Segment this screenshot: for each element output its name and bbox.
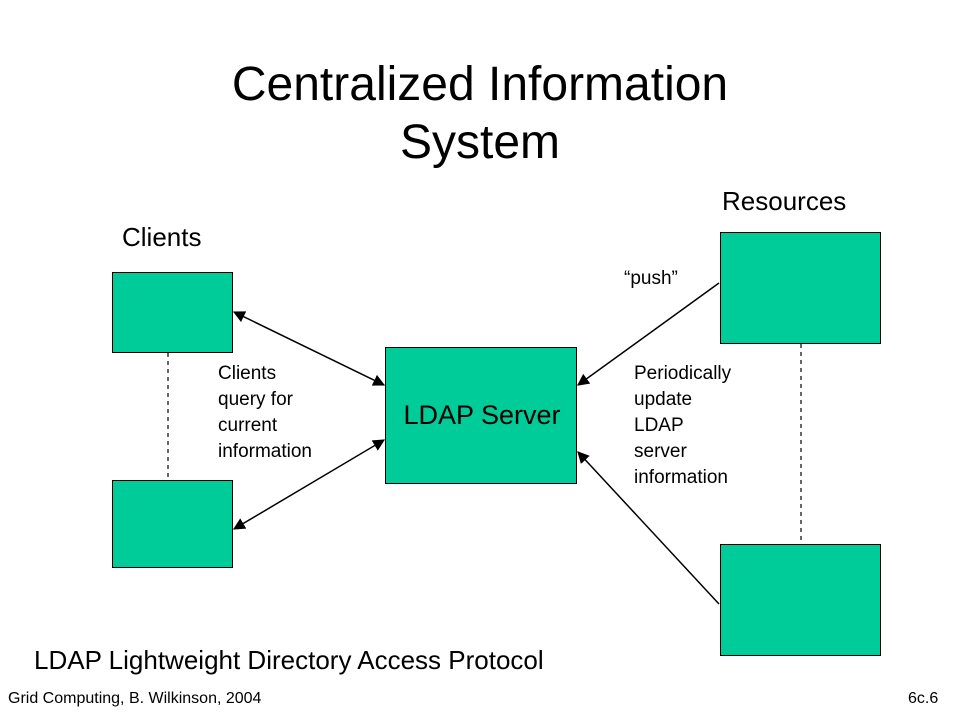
resource-note-line: server [634, 441, 687, 462]
ldap-server-box: LDAP Server [385, 347, 577, 484]
push-label: “push” [624, 268, 678, 289]
resource-note-line: information [634, 467, 728, 488]
client-box-1 [112, 272, 233, 353]
client-note-line: information [218, 441, 312, 462]
clients-heading: Clients [122, 222, 202, 252]
resource-note-line: LDAP [634, 415, 684, 436]
client-box-2 [112, 480, 233, 568]
arrow-client1-server [232, 311, 386, 386]
slide-title-line2: System [399, 116, 561, 169]
resource-box-2 [720, 544, 881, 656]
ldap-definition: LDAP Lightweight Directory Access Protoc… [34, 645, 544, 675]
resource-box-1 [720, 232, 881, 344]
slide-title-line1: Centralized Information [231, 58, 729, 111]
slide-number: 6c.6 [908, 690, 939, 707]
ldap-server-label: LDAP Server [403, 400, 561, 430]
resource-note-line: update [634, 389, 693, 410]
resource-note-line: Periodically [634, 363, 732, 384]
arrow-client2-server [232, 439, 386, 530]
arrow-resource2-server [577, 451, 720, 605]
client-note-line: query for [218, 389, 293, 410]
client-query-note: Clients query for current information [218, 361, 312, 465]
resource-update-note: Periodically update LDAP server informat… [634, 361, 731, 491]
client-note-line: current [218, 415, 278, 436]
slide-title: Centralized Information System [0, 56, 960, 172]
resources-heading: Resources [722, 186, 847, 216]
footer-credit: Grid Computing, B. Wilkinson, 2004 [8, 690, 262, 707]
client-note-line: Clients [218, 363, 277, 384]
arrow-resource1-server [577, 282, 720, 386]
